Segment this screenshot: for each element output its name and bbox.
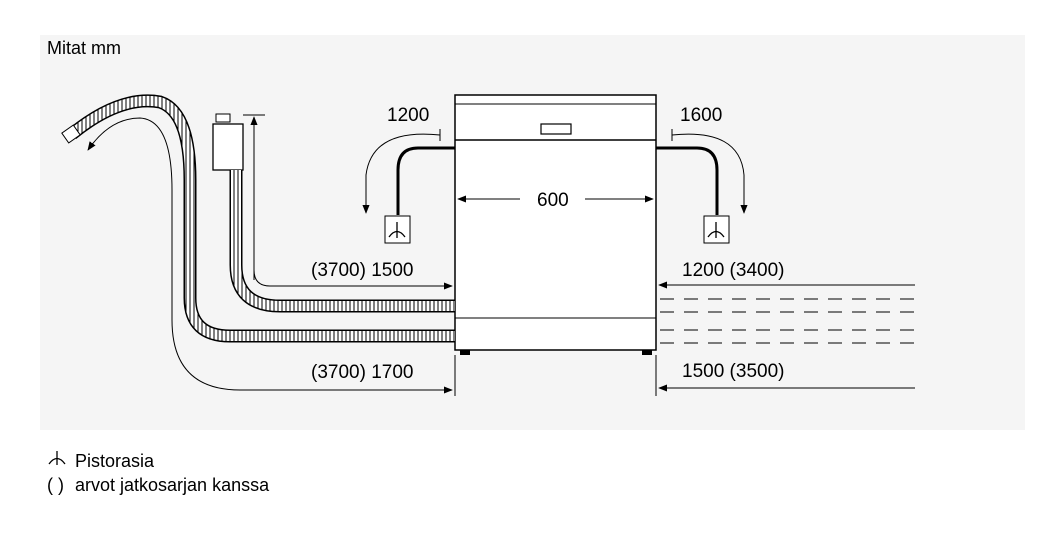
left-upper-hose-dimension: (3700) 1500 xyxy=(311,260,413,281)
legend-item-extension: ( ) arvot jatkosarjan kanssa xyxy=(47,473,269,497)
left-power-cable xyxy=(362,129,455,215)
socket-icon xyxy=(47,449,69,473)
right-upper-dimension: 1200 (3400) xyxy=(682,260,784,281)
legend-socket-text: Pistorasia xyxy=(75,451,155,471)
parentheses-symbol: ( ) xyxy=(47,475,64,495)
right-lower-dimension: 1500 (3500) xyxy=(682,361,784,382)
legend-extension-text: arvot jatkosarjan kanssa xyxy=(75,475,270,495)
left-top-dimension: 1200 xyxy=(387,105,429,126)
right-power-cable xyxy=(656,129,748,215)
foot-right xyxy=(642,350,652,355)
left-lower-hose-dimension: (3700) 1700 xyxy=(311,362,413,383)
legend: Pistorasia ( ) arvot jatkosarjan kanssa xyxy=(47,449,269,497)
hose-continuation-lines xyxy=(660,298,915,344)
page-title: Mitat mm xyxy=(47,38,121,58)
foot-left xyxy=(460,350,470,355)
dishwasher xyxy=(454,94,657,355)
control-display xyxy=(540,123,572,135)
socket-icon xyxy=(384,215,411,244)
right-top-dimension: 1600 xyxy=(680,105,722,126)
width-label: 600 xyxy=(537,190,569,211)
legend-item-socket: Pistorasia xyxy=(47,449,269,473)
socket-icon xyxy=(703,215,730,244)
